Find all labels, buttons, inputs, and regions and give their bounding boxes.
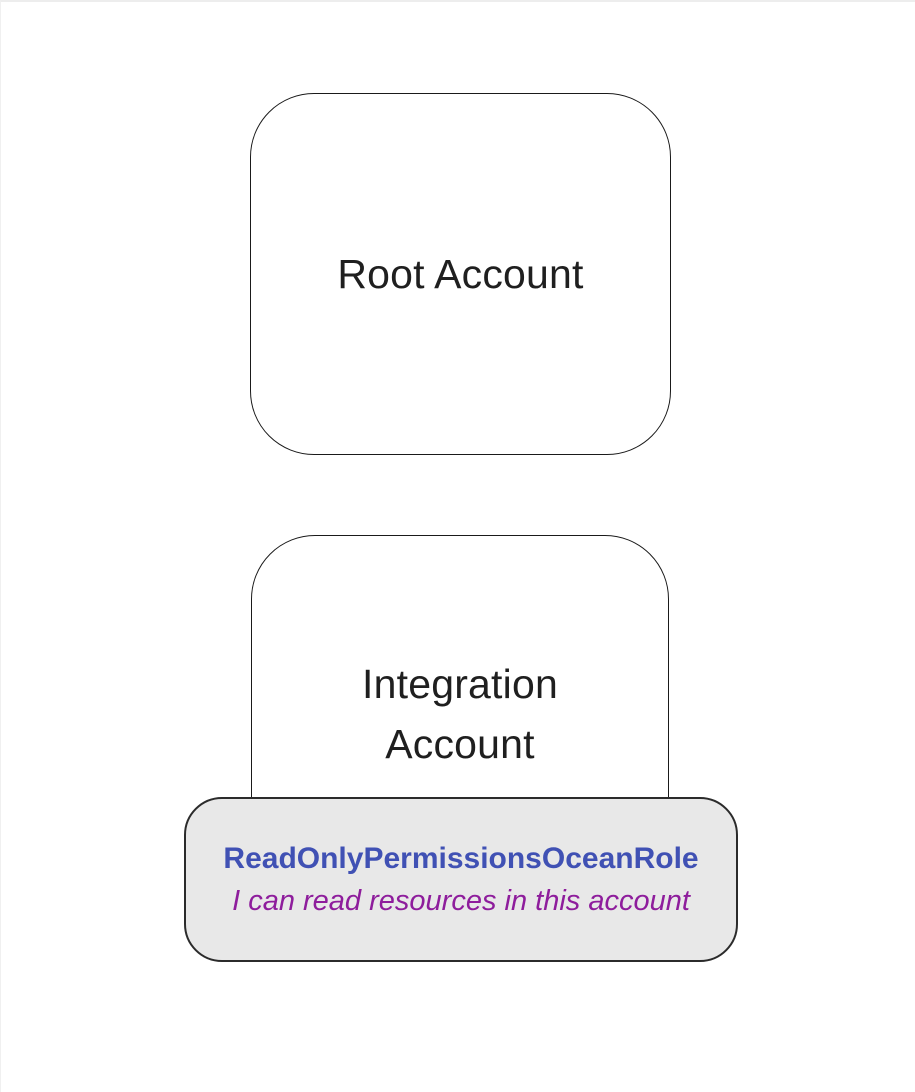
role-badge: ReadOnlyPermissionsOceanRole I can read … — [184, 797, 738, 962]
node-root-account: Root Account — [250, 93, 671, 455]
integration-account-label: Integration Account — [362, 661, 558, 767]
root-account-label: Root Account — [337, 251, 584, 297]
role-description-label: I can read resources in this account — [232, 884, 690, 917]
role-name-label: ReadOnlyPermissionsOceanRole — [223, 841, 699, 875]
